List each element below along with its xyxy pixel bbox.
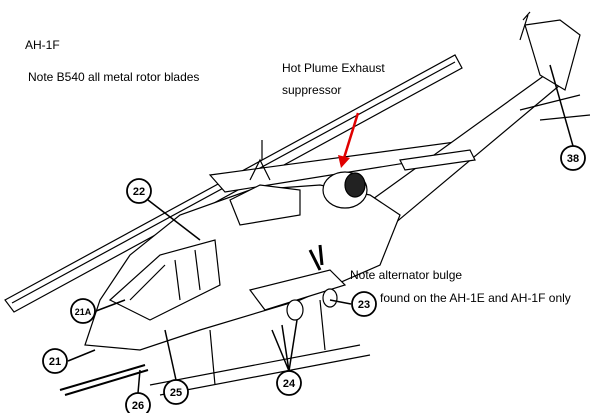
svg-text:26: 26	[132, 400, 144, 412]
callout-25: 25	[163, 379, 189, 405]
callout-26: 26	[125, 392, 151, 413]
exhaust-note-line1: Hot Plume Exhaust	[282, 61, 385, 75]
exhaust-note-line2: suppressor	[282, 83, 342, 97]
callout-24: 24	[276, 370, 302, 396]
stub-wing	[248, 269, 347, 321]
blades-note: Note B540 all metal rotor blades	[28, 70, 200, 84]
callout-leaders	[67, 64, 574, 394]
exhaust-arrow	[338, 112, 360, 168]
svg-text:21: 21	[49, 356, 61, 368]
model-label: AH-1F	[25, 38, 60, 52]
svg-text:25: 25	[170, 387, 182, 399]
callout-21a: 21A	[70, 298, 96, 324]
svg-text:21A: 21A	[75, 307, 92, 317]
fuselage	[84, 140, 401, 351]
callout-23: 23	[351, 291, 377, 317]
callout-21: 21	[42, 348, 68, 374]
landing-skids	[149, 299, 371, 396]
svg-text:38: 38	[567, 153, 579, 165]
svg-text:22: 22	[133, 186, 145, 198]
callout-22: 22	[126, 178, 152, 204]
bulge-note-line2: found on the AH-1E and AH-1F only	[380, 291, 571, 305]
svg-text:24: 24	[283, 378, 296, 390]
svg-text:23: 23	[358, 299, 370, 311]
bulge-note-line1: Note alternator bulge	[350, 268, 463, 282]
nose-gun	[59, 364, 149, 396]
callout-38: 38	[560, 145, 586, 171]
